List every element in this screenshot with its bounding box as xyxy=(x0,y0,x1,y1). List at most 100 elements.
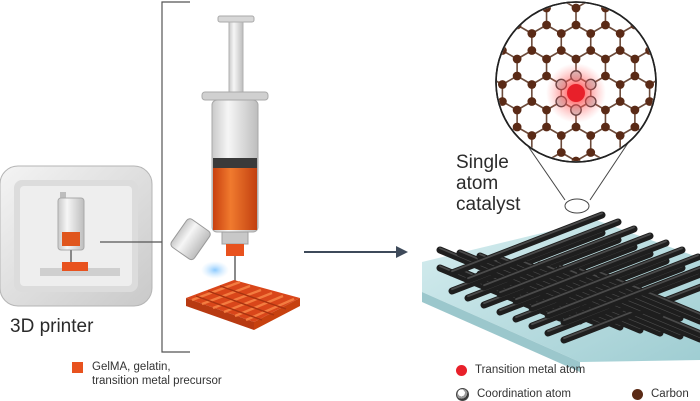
carbon-atom xyxy=(675,97,684,106)
lattice-bond xyxy=(664,229,679,238)
carbon-atom xyxy=(689,72,698,81)
lattice-bond xyxy=(679,76,694,85)
carbon-atom xyxy=(601,71,610,81)
carbon-atom xyxy=(689,208,698,217)
carbon-atom xyxy=(675,182,684,191)
carbon-atom xyxy=(571,54,581,64)
lattice-bond xyxy=(694,229,700,238)
carbon-atom xyxy=(586,148,596,157)
carbon-atom xyxy=(601,122,610,132)
legend-coordination-label: Coordination atom xyxy=(477,388,571,400)
carbon-atom xyxy=(675,80,684,89)
carbon-atom xyxy=(527,46,537,55)
lattice-bond xyxy=(679,127,694,136)
lattice-bond xyxy=(473,0,488,8)
lattice-bond xyxy=(650,204,665,213)
lattice-bond xyxy=(473,76,488,85)
carbon-atom xyxy=(512,54,522,64)
legend-gelma: GelMA, gelatin, transition metal precurs… xyxy=(72,360,272,388)
carbon-atom xyxy=(645,199,654,208)
carbon-atom xyxy=(454,55,463,64)
carbon-atom xyxy=(689,55,698,64)
carbon-atom xyxy=(571,20,581,30)
carbon-atom xyxy=(660,123,669,132)
lattice-bond xyxy=(649,126,655,137)
carbon-atom xyxy=(630,105,640,115)
carbon-atom xyxy=(469,80,478,89)
lattice-bond xyxy=(679,229,694,238)
carbon-atom xyxy=(630,3,640,13)
legend-carbon: Carbon xyxy=(632,387,689,401)
lattice-bond xyxy=(664,76,679,85)
lattice-bond xyxy=(443,0,458,8)
carbon-atom xyxy=(527,29,537,38)
carbon-atom xyxy=(469,0,478,4)
scaffold-rod-highlight xyxy=(467,219,619,280)
lattice-bond xyxy=(497,126,503,137)
carbon-atom xyxy=(410,46,419,55)
carbon-atom xyxy=(527,80,537,89)
lattice-bond xyxy=(664,51,679,60)
scaffold-rod-highlight xyxy=(563,266,700,322)
carbon-atom xyxy=(675,233,684,242)
lattice-bond xyxy=(634,3,651,9)
scaffold-rod xyxy=(528,246,686,312)
scaffold-rod-highlight xyxy=(531,247,683,308)
lattice-bond xyxy=(443,76,458,85)
lattice-bond xyxy=(649,3,655,9)
legend-coordination: Coordination atom xyxy=(456,387,571,401)
3d-printer-illustration xyxy=(0,165,153,307)
lattice-bond xyxy=(429,153,444,162)
carbon-atom xyxy=(542,122,551,132)
lattice-bond xyxy=(620,204,635,213)
carbon-atom xyxy=(660,225,669,234)
lattice-bond xyxy=(473,102,488,111)
scaffold-rod xyxy=(596,270,700,320)
carbon-atom xyxy=(556,131,566,140)
lattice-bond xyxy=(694,153,700,162)
lattice-bond xyxy=(620,178,635,187)
carbon-atom xyxy=(527,97,537,106)
carbon-atom xyxy=(571,122,581,132)
carbon-atom xyxy=(542,54,551,64)
carbon-atom xyxy=(454,106,463,115)
lattice-bond xyxy=(414,127,429,136)
carbon-atom xyxy=(410,199,419,208)
carbon-atom xyxy=(675,0,684,4)
lattice-bond xyxy=(664,102,679,111)
carbon-atom xyxy=(630,208,639,217)
carbon-atom xyxy=(439,0,448,4)
lattice-bond xyxy=(516,3,533,9)
carbon-atom xyxy=(483,106,492,115)
lattice-bond xyxy=(619,151,636,161)
carbon-atom xyxy=(689,106,698,115)
lattice-bond xyxy=(694,204,700,213)
lattice-bond xyxy=(473,51,488,60)
lattice-bond xyxy=(429,204,444,213)
carbon-atom xyxy=(660,208,669,217)
carbon-atom xyxy=(616,182,625,191)
carbon-atom xyxy=(469,29,478,38)
scaffold-rod xyxy=(560,265,700,326)
lattice-bond xyxy=(635,178,650,187)
scaffold-rod-highlight xyxy=(599,271,700,315)
lattice-bond xyxy=(605,204,620,213)
carbon-atom xyxy=(645,3,655,4)
catalyst-label-line-3: catalyst xyxy=(456,194,521,215)
carbon-atom xyxy=(586,29,596,38)
carbon-atom xyxy=(439,233,448,242)
lattice-bond xyxy=(679,0,694,8)
lattice-bond xyxy=(458,127,473,136)
lattice-bond xyxy=(429,51,444,60)
legend-carbon-label: Carbon xyxy=(651,388,689,400)
carbon-atom xyxy=(675,29,684,38)
lattice-bond xyxy=(591,204,606,213)
carbon-atom xyxy=(439,97,448,106)
carbon-atom xyxy=(675,46,684,55)
scaffold-rod-highlight xyxy=(515,240,667,301)
carbon-atom xyxy=(601,54,610,64)
carbon-atom xyxy=(424,72,433,81)
lattice-bond xyxy=(649,24,655,35)
lattice-bond xyxy=(664,178,679,187)
carbon-atom xyxy=(630,156,640,161)
